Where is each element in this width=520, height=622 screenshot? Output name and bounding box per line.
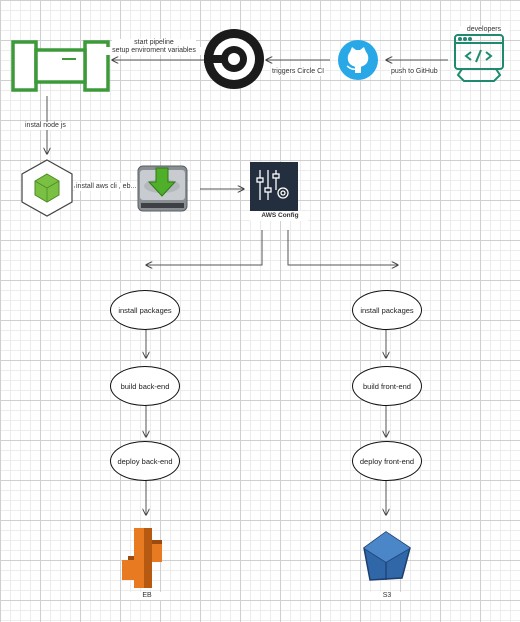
arrow-awsconfig-to-frontend — [287, 230, 398, 265]
backend-deploy-node: deploy back-end — [110, 441, 180, 481]
start-pipeline-label: start pipeline — [112, 39, 196, 47]
nodejs-cube-icon — [21, 159, 73, 217]
aws-config-icon — [250, 162, 298, 211]
aws-config-label: AWS Config — [250, 212, 310, 220]
pipeline-icon — [11, 40, 110, 92]
setup-env-vars-label: setup enviroment variables — [104, 47, 204, 55]
push-to-github-label: push to GitHub — [390, 68, 439, 76]
developer-code-icon — [454, 34, 504, 82]
frontend-deploy-node: deploy front-end — [352, 441, 422, 481]
s3-label: S3 — [366, 592, 408, 600]
triggers-circleci-label: triggers Circle CI — [271, 68, 326, 76]
elastic-beanstalk-icon — [122, 528, 162, 588]
backend-install-packages-node: install packages — [110, 290, 180, 330]
install-awscli-label: install aws cli , eb... — [75, 183, 138, 191]
install-node-label: instal node js — [24, 122, 67, 130]
developers-label: developers — [459, 26, 509, 34]
eb-label: EB — [126, 592, 168, 600]
frontend-build-node: build front-end — [352, 366, 422, 406]
arrow-awsconfig-to-backend — [146, 230, 263, 265]
github-icon — [338, 40, 378, 80]
disk-download-icon — [137, 165, 188, 212]
circleci-icon — [204, 29, 264, 89]
frontend-install-packages-node: install packages — [352, 290, 422, 330]
backend-build-node: build back-end — [110, 366, 180, 406]
s3-bucket-icon — [363, 531, 411, 581]
